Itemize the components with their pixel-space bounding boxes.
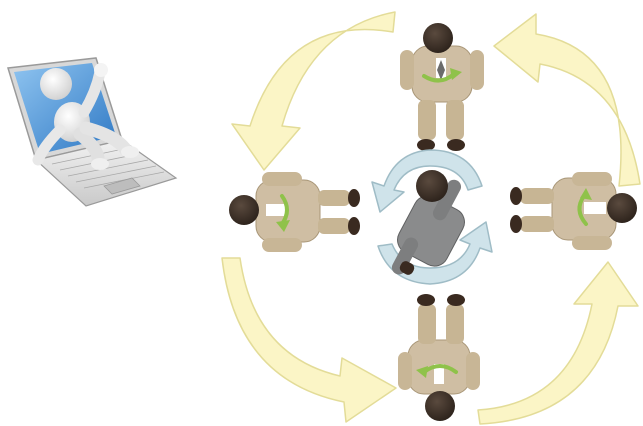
businessman-top xyxy=(400,23,484,151)
laptop-illustration xyxy=(8,58,176,206)
businessman-left xyxy=(229,172,360,252)
curved-arrow-top-left-icon xyxy=(232,12,395,170)
businessman-right xyxy=(510,172,637,250)
curved-arrow-top-right-icon xyxy=(494,14,640,186)
curved-arrow-bottom-left-icon xyxy=(222,258,396,422)
curved-arrow-bottom-right-icon xyxy=(478,262,638,424)
businessman-bottom xyxy=(398,294,480,421)
